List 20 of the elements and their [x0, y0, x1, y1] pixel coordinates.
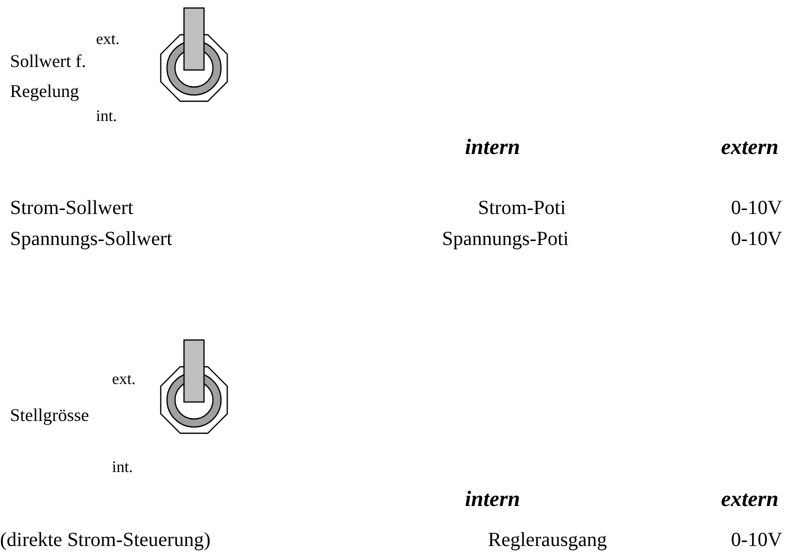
label-text: int.: [112, 459, 133, 477]
label-text: Strom-Sollwert: [10, 197, 134, 219]
label-text: Stellgrösse: [10, 406, 89, 426]
label-text: ext.: [96, 31, 120, 49]
label-text: Regelung: [10, 82, 79, 102]
column-heading: intern: [465, 135, 520, 160]
label-text: 0-10V: [731, 197, 782, 219]
label-text: Strom-Poti: [478, 197, 566, 219]
label-text: int.: [96, 108, 117, 126]
column-heading: extern: [721, 487, 778, 512]
label-text: Sollwert f.: [10, 52, 86, 72]
column-heading: intern: [465, 487, 520, 512]
label-text: 0-10V: [731, 529, 782, 551]
label-text: Reglerausgang: [488, 529, 607, 551]
label-text: (direkte Strom-Steuerung): [0, 529, 210, 551]
label-text: 0-10V: [731, 228, 782, 250]
label-text: ext.: [112, 371, 136, 389]
column-heading: extern: [721, 135, 778, 160]
label-text: Spannungs-Sollwert: [10, 228, 172, 250]
label-text: Spannungs-Poti: [442, 228, 569, 250]
